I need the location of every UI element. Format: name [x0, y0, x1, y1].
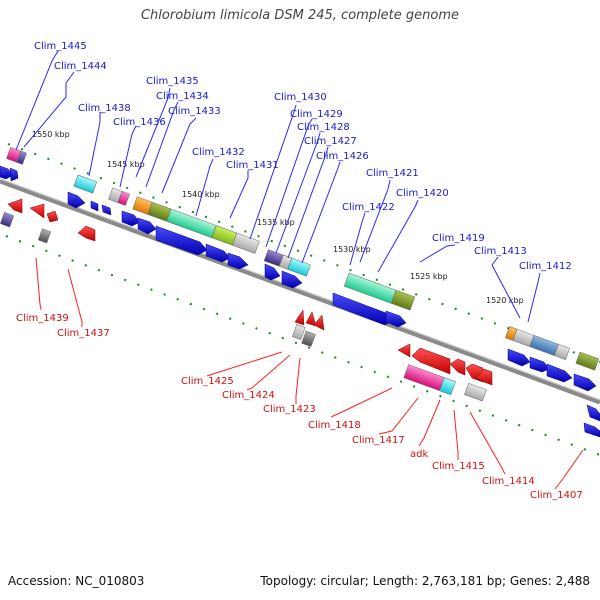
gene-label: Clim_1422 — [342, 202, 395, 213]
gene-label: Clim_1431 — [226, 160, 279, 171]
gene-label: Clim_1407 — [530, 490, 583, 501]
gene-arrow-reverse — [77, 225, 96, 242]
gene-arrow-reverse — [46, 210, 59, 223]
genome-backbone — [0, 178, 600, 405]
gene-label: Clim_1445 — [34, 41, 87, 52]
gene-arrow-forward — [264, 263, 281, 281]
gene-label: Clim_1432 — [192, 147, 245, 158]
gene-label: Clim_1418 — [308, 420, 361, 431]
gene-arrow-reverse — [294, 309, 305, 326]
gene-arrow-forward — [507, 348, 531, 367]
gene-arrow-forward — [573, 373, 597, 392]
gene-label: Clim_1415 — [432, 461, 485, 472]
gene-arrow-forward — [0, 165, 14, 180]
gene-label: Clim_1419 — [432, 233, 485, 244]
gene-label: Clim_1430 — [274, 92, 327, 103]
gene-label: Clim_1435 — [146, 76, 199, 87]
gene-arrow-forward — [583, 422, 600, 438]
gene-arrow-reverse — [313, 314, 325, 331]
gene-arrow-forward — [546, 363, 573, 383]
gene-label: Clim_1428 — [297, 122, 350, 133]
gene-label: Clim_1421 — [366, 168, 419, 179]
gene-arrow-forward — [67, 191, 86, 209]
gene-arrow-forward — [9, 167, 19, 182]
gene-arrow-forward — [101, 204, 112, 216]
gene-label: Clim_1444 — [54, 61, 107, 72]
gene-label: Clim_1429 — [290, 109, 343, 120]
forward-genes — [0, 165, 600, 438]
gene-label: Clim_1433 — [168, 106, 221, 117]
gene-arrow-forward — [227, 252, 249, 270]
gene-arrow-reverse — [449, 358, 466, 376]
gene-arrow-reverse — [29, 203, 45, 219]
gene-label: Clim_1413 — [474, 246, 527, 257]
gene-label: adk — [410, 449, 428, 460]
gene-arrow-forward — [281, 270, 303, 289]
forward-leader-lines — [15, 50, 541, 323]
map-title: Chlorobium limicola DSM 245, complete ge… — [140, 8, 460, 23]
gene-label: Clim_1426 — [316, 151, 369, 162]
gene-arrow-forward — [155, 225, 208, 256]
gene-label: Clim_1436 — [113, 117, 166, 128]
gene-label: Clim_1425 — [181, 376, 234, 387]
gene-label: Clim_1439 — [16, 313, 69, 324]
gene-label: Clim_1434 — [156, 91, 209, 102]
reverse-gene-labels: Clim_1439 Clim_1437 Clim_1425 Clim_1424 … — [16, 313, 583, 501]
accession-text: Accession: NC_010803 — [8, 574, 145, 588]
tick-label: 1550 kbp — [32, 130, 70, 139]
reverse-genes — [7, 198, 493, 386]
cog-boxes-forward — [6, 146, 600, 371]
cog-boxes-reverse — [0, 211, 487, 402]
gene-label: Clim_1427 — [304, 136, 357, 147]
gene-arrow-reverse — [305, 311, 317, 327]
gene-label: Clim_1417 — [352, 435, 405, 446]
gene-label: Clim_1412 — [519, 261, 572, 272]
gene-arrow-forward — [137, 217, 157, 235]
tick-label: 1540 kbp — [182, 190, 220, 199]
gene-arrow-forward — [385, 310, 407, 328]
gene-arrow-forward — [205, 243, 231, 263]
tick-labels: 1550 kbp 1545 kbp 1540 kbp 1535 kbp 1530… — [32, 130, 524, 305]
gene-label: Clim_1438 — [78, 103, 131, 114]
gene-arrow-reverse — [411, 347, 451, 375]
gene-label: Clim_1420 — [396, 188, 449, 199]
tick-label: 1535 kbp — [257, 218, 295, 227]
tick-label: 1520 kbp — [486, 296, 524, 305]
gene-arrow-reverse — [475, 368, 493, 386]
forward-gene-labels: Clim_1445 Clim_1444 Clim_1435 Clim_1434 … — [34, 41, 572, 272]
gene-label: Clim_1437 — [57, 328, 110, 339]
gene-label: Clim_1414 — [482, 476, 535, 487]
tick-label: 1545 kbp — [107, 160, 145, 169]
tick-label: 1525 kbp — [410, 272, 448, 281]
gene-arrow-reverse — [397, 343, 411, 358]
topology-text: Topology: circular; Length: 2,763,181 bp… — [260, 574, 590, 588]
gene-arrow-forward — [90, 200, 99, 212]
gene-label: Clim_1424 — [222, 390, 275, 401]
gene-label: Clim_1423 — [263, 404, 316, 415]
gene-arrow-reverse — [7, 198, 23, 214]
gene-arrow-forward — [121, 210, 141, 227]
gene-arrow-forward — [529, 356, 550, 373]
reverse-leader-lines — [35, 257, 584, 490]
gene-arrow-forward — [586, 404, 600, 422]
tick-label: 1530 kbp — [333, 245, 371, 254]
